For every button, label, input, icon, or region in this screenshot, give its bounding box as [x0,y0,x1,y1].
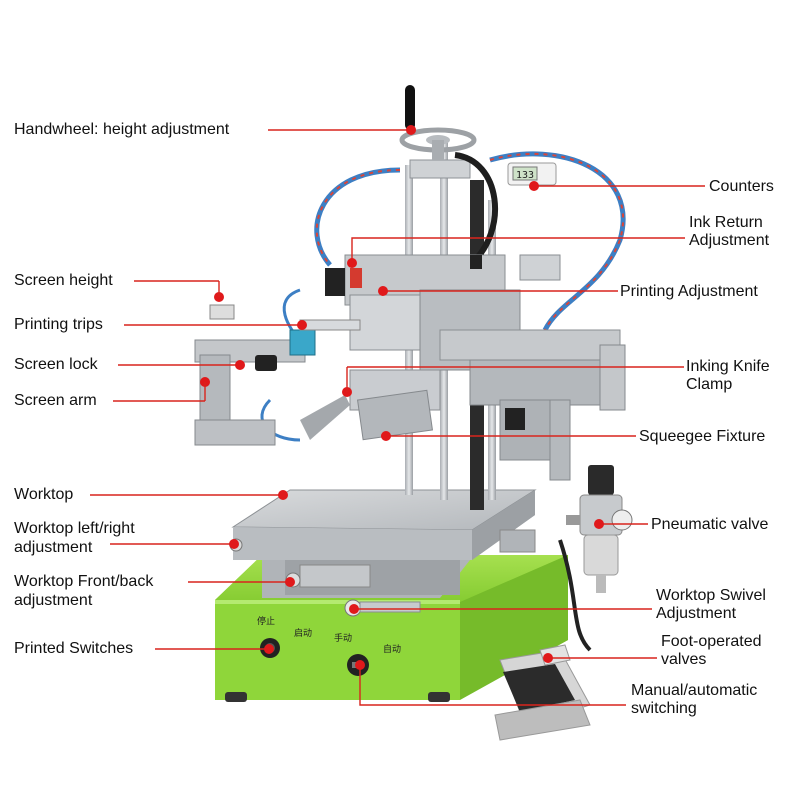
counter-device: 133 [507,162,557,186]
label-counters: Counters [709,178,774,195]
switch-text-stop: 停止 [257,615,275,627]
label-worktop-fb-line1: Worktop Front/back [14,573,154,590]
worktop-stage [229,489,537,617]
foot-pedal [494,644,591,741]
pneumatic-regulator [566,465,633,593]
label-foot-valves-line2: valves [661,651,707,668]
label-printed-switches: Printed Switches [14,640,134,657]
switch-text-auto: 自动 [383,643,401,655]
leader-connectors [204,281,348,401]
label-worktop-fb-line2: adjustment [14,592,93,609]
label-inking-knife-line1: Inking Knife [686,358,770,375]
switch-text-manual: 手动 [334,632,352,644]
label-screen-lock: Screen lock [14,356,98,373]
right-frame [549,344,626,481]
label-worktop-swivel-line2: Adjustment [656,605,737,622]
label-handwheel: Handwheel: height adjustment [14,121,230,138]
switch-text-start: 启动 [294,627,312,639]
label-screen-arm: Screen arm [14,392,97,409]
label-foot-valves-line1: Foot-operated [661,633,762,650]
label-screen-height: Screen height [14,272,113,289]
label-manual-auto-line1: Manual/automatic [631,682,758,699]
label-worktop-lr-line1: Worktop left/right [14,520,135,537]
print-head [300,254,621,461]
label-worktop-swivel-line1: Worktop Swivel [656,587,766,604]
label-squeegee-fixture: Squeegee Fixture [639,428,766,445]
label-printing-adjustment: Printing Adjustment [620,283,758,300]
leader-lines [90,129,705,706]
label-manual-auto-line2: switching [631,700,697,717]
counter-display: 133 [516,170,534,181]
screen-arm [194,304,361,446]
label-ink-return-line2: Adjustment [689,232,770,249]
label-worktop-lr-line2: adjustment [14,539,93,556]
label-pneumatic-valve: Pneumatic valve [651,516,769,533]
label-worktop: Worktop [14,486,74,503]
label-ink-return-line1: Ink Return [689,214,763,231]
label-printing-trips: Printing trips [14,316,103,333]
label-inking-knife-line2: Clamp [686,376,733,393]
air-hoses [260,151,626,652]
handwheel [399,85,477,160]
